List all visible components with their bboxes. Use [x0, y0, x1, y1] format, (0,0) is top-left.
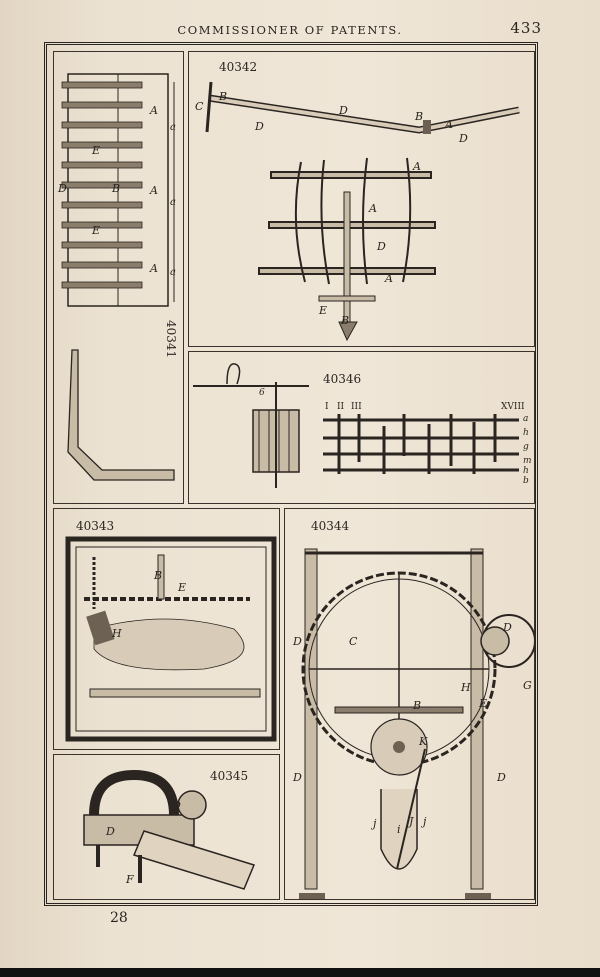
figure-40346-panel: 40346 6	[188, 351, 535, 504]
roman-numeral-label: I	[325, 402, 329, 412]
figure-letter: D	[503, 621, 512, 634]
figure-40343-panel: 40343 B E H	[53, 508, 280, 750]
figure-letter: A	[369, 202, 377, 215]
figure-40342-panel: 40342	[188, 51, 535, 347]
figure-letter: D	[293, 771, 302, 784]
figure-letter: B	[413, 699, 422, 712]
patent-number-label: 40345	[210, 769, 249, 783]
figure-letter: i	[397, 823, 401, 836]
seed-planter-drawing	[193, 363, 519, 488]
figure-letter: 6	[259, 388, 265, 398]
figure-letter: h	[523, 466, 529, 476]
figure-40345-panel: 40345 D D F	[53, 754, 280, 900]
figure-letter: F	[126, 873, 134, 886]
figure-letter: j	[373, 817, 377, 830]
figure-letter: A	[150, 104, 158, 117]
figure-letter: j	[423, 815, 427, 828]
figure-letter: a	[170, 267, 176, 278]
figure-letter: a	[170, 122, 176, 133]
figure-letter: D	[497, 771, 506, 784]
scan-edge	[0, 968, 600, 977]
figure-letter: h	[523, 428, 529, 438]
figure-letter: E	[479, 697, 488, 710]
figure-letter: E	[319, 304, 328, 317]
figure-40344-panel: 40344 D C D G	[284, 508, 536, 900]
figure-letter: D	[377, 240, 386, 253]
figure-letter: m	[523, 456, 532, 466]
figure-letter: A	[150, 262, 158, 275]
clamp-drawing	[83, 769, 256, 890]
figure-letter: K	[419, 735, 428, 748]
figure-letter: D	[106, 825, 115, 838]
figure-letter: b	[523, 476, 529, 486]
figure-letter: C	[195, 100, 204, 113]
figure-letter: C	[349, 635, 358, 648]
figure-letter: B	[341, 314, 350, 327]
figure-letter: E	[178, 581, 187, 594]
trap-box-drawing	[65, 536, 277, 742]
signature-mark: 28	[110, 910, 128, 926]
figure-letter: B	[415, 110, 424, 123]
figure-40341-panel: 40341 A A A a a a B E E D	[53, 51, 184, 504]
patent-number-label: 40342	[219, 60, 258, 74]
roman-numeral-label: XVIII	[501, 402, 525, 412]
figure-letter: G	[523, 679, 532, 692]
patent-number-label: 40346	[323, 372, 362, 386]
patent-number-label: 40343	[76, 519, 115, 533]
figure-letter: E	[92, 224, 101, 237]
figure-letter: A	[413, 160, 421, 173]
figure-letter: D	[255, 120, 264, 133]
figure-letter: D	[293, 635, 302, 648]
figure-letter: a	[170, 197, 176, 208]
figure-letter: H	[461, 681, 471, 694]
roman-numeral-label: II	[337, 402, 345, 412]
figure-letter: D	[172, 799, 181, 812]
figure-letter: a	[523, 414, 529, 424]
harrow-drawing	[61, 73, 175, 481]
patent-number-label: 40341	[164, 320, 178, 359]
roman-numeral-label: III	[351, 402, 362, 412]
figure-letter: D	[459, 132, 468, 145]
churn-machine-drawing	[299, 548, 536, 899]
figure-letter: B	[154, 569, 163, 582]
figure-letter: B	[112, 182, 121, 195]
running-header: COMMISSIONER OF PATENTS.	[177, 23, 403, 37]
figure-letter: A	[445, 118, 453, 131]
figure-letter: A	[385, 272, 393, 285]
figure-letter: D	[58, 182, 67, 195]
illustration-plate: 40341 A A A a a a B E E D 40342	[44, 42, 538, 906]
cultivator-drawing	[205, 81, 520, 342]
figure-letter: J	[409, 815, 414, 828]
figure-letter: E	[92, 144, 101, 157]
figure-letter: g	[523, 442, 529, 452]
patent-number-label: 40344	[311, 519, 350, 533]
page-number: 433	[510, 19, 542, 37]
figure-letter: B	[219, 90, 228, 103]
figure-letter: H	[112, 627, 122, 640]
figure-letter: D	[339, 104, 348, 117]
figure-letter: A	[150, 184, 158, 197]
